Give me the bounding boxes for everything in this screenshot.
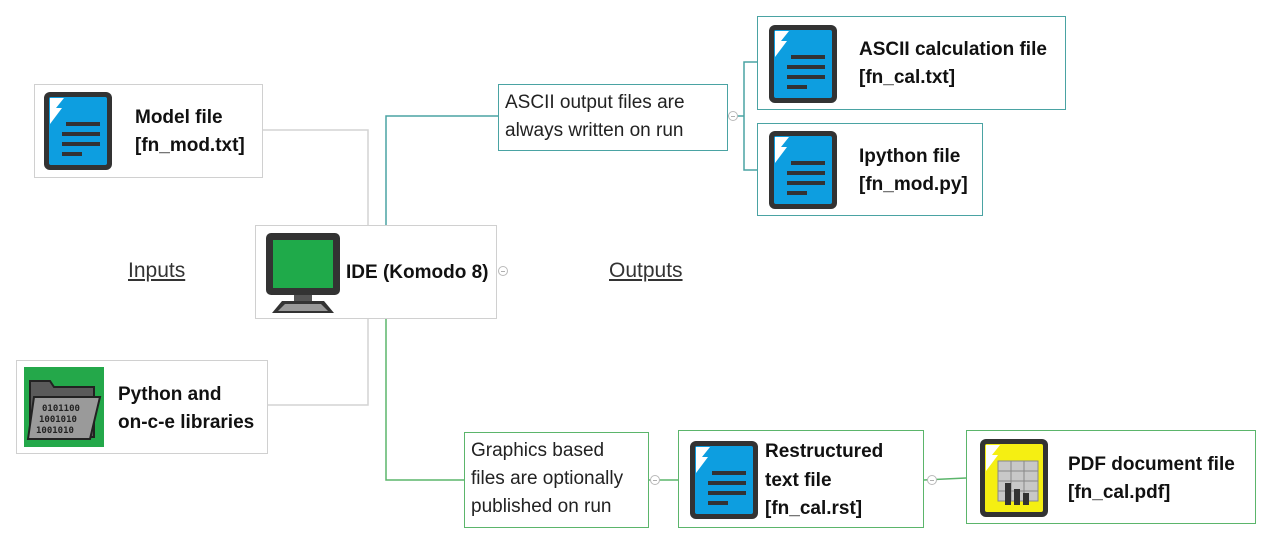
monitor-icon bbox=[266, 233, 340, 313]
collapse-toggle-rst[interactable] bbox=[927, 475, 937, 485]
ascii-note-line1: ASCII output files are bbox=[505, 92, 685, 113]
text-document-icon bbox=[690, 441, 758, 519]
outputs-heading: Outputs bbox=[609, 259, 683, 282]
text-document-icon bbox=[44, 92, 112, 170]
graphics-note-line2: files are optionally bbox=[471, 468, 624, 489]
connector-libs-to-ide bbox=[268, 318, 369, 406]
text-document-icon bbox=[769, 131, 837, 209]
collapse-toggle-ascii[interactable] bbox=[728, 111, 738, 121]
collapse-toggle-ide[interactable] bbox=[498, 266, 508, 276]
connector-ide-to-ascii-note bbox=[385, 115, 498, 225]
connector-ide-to-graphics-note bbox=[385, 318, 464, 481]
inputs-heading: Inputs bbox=[128, 259, 186, 282]
libraries-name: on-c-e libraries bbox=[118, 412, 255, 433]
graphics-note-line1: Graphics based bbox=[471, 440, 605, 461]
ipython-file-title: Ipython file bbox=[859, 146, 961, 167]
rst-file-name: [fn_cal.rst] bbox=[765, 498, 863, 519]
ipython-file-node[interactable]: Ipython file [fn_mod.py] bbox=[757, 123, 983, 216]
rst-file-subtitle: text file bbox=[765, 470, 832, 491]
pdf-file-title: PDF document file bbox=[1068, 454, 1235, 475]
libraries-title: Python and bbox=[118, 384, 222, 405]
model-file-name: [fn_mod.txt] bbox=[135, 135, 245, 156]
pdf-chart-document-icon bbox=[980, 439, 1048, 517]
ascii-calc-file-title: ASCII calculation file bbox=[859, 39, 1047, 60]
model-file-node[interactable]: Model file [fn_mod.txt] bbox=[34, 84, 263, 178]
ascii-note-line2: always written on run bbox=[505, 120, 684, 141]
ascii-calc-file-name: [fn_cal.txt] bbox=[859, 67, 956, 88]
libraries-node[interactable]: 0101100 1001010 1001010 Python and on-c-… bbox=[16, 360, 268, 454]
model-file-title: Model file bbox=[135, 107, 223, 128]
collapse-toggle-graphics[interactable] bbox=[650, 475, 660, 485]
svg-text:1001010: 1001010 bbox=[36, 426, 74, 436]
svg-text:1001010: 1001010 bbox=[39, 415, 77, 425]
graphics-note-line3: published on run bbox=[471, 496, 612, 517]
graphics-note-node[interactable]: Graphics based files are optionally publ… bbox=[464, 432, 649, 528]
ipython-file-name: [fn_mod.py] bbox=[859, 174, 968, 195]
binary-folder-icon: 0101100 1001010 1001010 bbox=[24, 367, 104, 447]
pdf-file-name: [fn_cal.pdf] bbox=[1068, 482, 1171, 503]
ide-node[interactable]: IDE (Komodo 8) bbox=[255, 225, 497, 319]
ide-label: IDE (Komodo 8) bbox=[346, 262, 489, 283]
connector-ascii-bracket bbox=[743, 61, 757, 171]
ascii-calc-file-node[interactable]: ASCII calculation file [fn_cal.txt] bbox=[757, 16, 1066, 110]
connector-model-to-ide bbox=[262, 129, 369, 225]
rst-file-title: Restructured bbox=[765, 441, 884, 462]
svg-text:0101100: 0101100 bbox=[42, 404, 80, 414]
pdf-file-node[interactable]: PDF document file [fn_cal.pdf] bbox=[966, 430, 1256, 524]
rst-file-node[interactable]: Restructured text file [fn_cal.rst] bbox=[678, 430, 924, 528]
text-document-icon bbox=[769, 25, 837, 103]
ascii-note-node[interactable]: ASCII output files are always written on… bbox=[498, 84, 728, 151]
